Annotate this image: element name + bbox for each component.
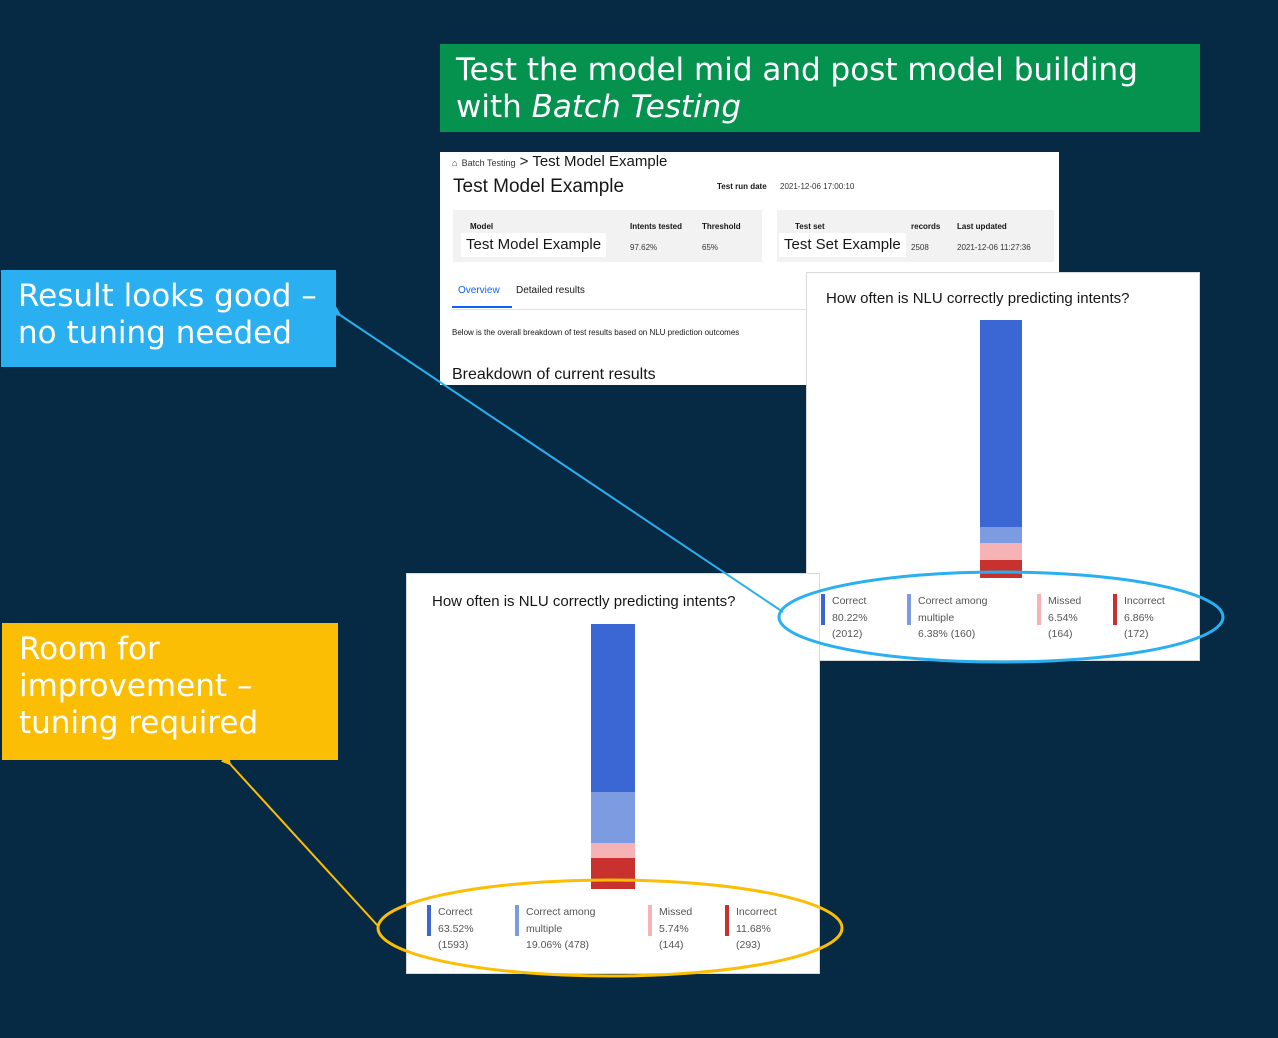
records-value: 2508 [911, 243, 929, 252]
legend-count: (164) [1048, 628, 1073, 640]
breadcrumb: ⌂ Batch Testing > Test Model Example [452, 153, 667, 170]
legend-value: 6.54% [1048, 611, 1078, 624]
stacked-bar [591, 624, 635, 889]
last-updated-value: 2021-12-06 11:27:36 [957, 243, 1031, 252]
tab-detailed-results[interactable]: Detailed results [516, 285, 585, 296]
threshold-value: 65% [702, 243, 719, 252]
legend-count: (144) [659, 939, 684, 951]
legend-swatch-correct [427, 905, 431, 936]
legend-count: (160) [950, 628, 976, 640]
callout-improve-line-2: improvement – [19, 668, 253, 704]
breadcrumb-current: Test Model Example [532, 153, 668, 170]
breadcrumb-root-link[interactable]: Batch Testing [461, 158, 516, 168]
page-title: Test Model Example [453, 176, 625, 197]
legend-swatch-incorrect [1113, 594, 1117, 625]
legend-count: (172) [1124, 628, 1149, 640]
legend-swatch-missed [648, 905, 652, 936]
legend-value-count: 19.06% (478) [526, 937, 625, 954]
intents-tested-label: Intents tested [630, 222, 683, 231]
legend-value: 6.38% [918, 628, 948, 640]
breakdown-heading: Breakdown of current results [452, 366, 656, 383]
model-tile: Model Test Model Example Intents tested … [453, 210, 762, 262]
records-label: records [911, 222, 941, 231]
model-value: Test Model Example [461, 233, 607, 257]
chart-title: How often is NLU correctly predicting in… [432, 593, 736, 610]
chart-panel-improve: How often is NLU correctly predicting in… [406, 573, 820, 974]
legend-label: Correct [832, 595, 867, 607]
callout-good-line-2: no tuning needed [18, 315, 292, 351]
bar-segment-correct [591, 624, 635, 793]
legend-incorrect: Incorrect 11.68% (293) [725, 904, 795, 954]
legend-label: Correct [438, 906, 473, 918]
legend-value: 80.22% [832, 611, 868, 624]
legend-swatch-correct [821, 594, 825, 625]
chevron-right-icon: > [519, 153, 529, 170]
legend-value: 11.68% [736, 922, 771, 935]
chart-panel-good: How often is NLU correctly predicting in… [806, 272, 1200, 661]
legend-value: 5.74% [659, 922, 689, 935]
legend-label-cont: multiple [526, 922, 563, 935]
intents-tested-value: 97.62% [630, 243, 658, 252]
legend-swatch-correct-among-multiple [515, 905, 519, 936]
legend-correct: Correct 63.52% (1593) [427, 904, 477, 954]
room-for-improvement-callout: Room for improvement – tuning required [2, 623, 338, 760]
test-set-label: Test set [795, 222, 825, 231]
arrow-improve [220, 754, 379, 927]
test-set-tile: Test set Test Set Example records 2508 L… [777, 210, 1054, 262]
legend-correct-among-multiple: Correct among multiple 6.38% (160) [907, 593, 1017, 643]
test-run-date-value: 2021-12-06 17:00:10 [780, 182, 855, 191]
tab-overview-active-indicator [452, 306, 512, 308]
legend-correct-among-multiple: Correct among multiple 19.06% (478) [515, 904, 625, 954]
bar-segment-correct-among-multiple [591, 792, 635, 843]
tab-overview[interactable]: Overview [458, 285, 500, 296]
legend-correct: Correct 80.22% (2012) [821, 593, 869, 643]
legend-count: (293) [736, 939, 761, 951]
test-run-date-label: Test run date [717, 182, 767, 191]
chart-title: How often is NLU correctly predicting in… [826, 290, 1130, 307]
bar-segment-missed [980, 543, 1022, 561]
callout-improve-line-3: tuning required [19, 705, 259, 741]
legend-label: Missed [659, 906, 693, 918]
stacked-bar [980, 320, 1022, 578]
threshold-label: Threshold [702, 222, 741, 231]
bar-segment-incorrect [980, 560, 1022, 578]
bar-segment-missed [591, 842, 635, 859]
callout-good-line-1: Result looks good – [18, 278, 317, 314]
legend-incorrect: Incorrect 6.86% (172) [1113, 593, 1183, 643]
bar-segment-correct [980, 320, 1022, 527]
result-good-callout: Result looks good – no tuning needed [1, 270, 336, 367]
test-set-value: Test Set Example [779, 233, 906, 257]
last-updated-label: Last updated [957, 222, 1007, 231]
legend-swatch-correct-among-multiple [907, 594, 911, 625]
tab-divider [452, 309, 1059, 310]
home-icon[interactable]: ⌂ [452, 158, 458, 168]
legend-missed: Missed 6.54% (164) [1037, 593, 1087, 643]
legend-value-count: 6.38% (160) [918, 626, 1017, 643]
legend-value: 63.52% [438, 922, 474, 935]
model-label: Model [470, 222, 494, 231]
bar-segment-incorrect [591, 858, 635, 889]
breakdown-description: Below is the overall breakdown of test r… [452, 328, 740, 337]
banner-line-2-prefix: with [456, 89, 532, 125]
legend-label: Incorrect [1124, 595, 1165, 607]
banner-line-1: Test the model mid and post model buildi… [456, 52, 1138, 88]
legend-swatch-missed [1037, 594, 1041, 625]
legend-count: (1593) [438, 939, 469, 951]
legend-label: Incorrect [736, 906, 777, 918]
banner-line-2-emphasis: Batch Testing [531, 89, 742, 125]
legend-swatch-incorrect [725, 905, 729, 936]
batch-testing-banner: Test the model mid and post model buildi… [440, 44, 1200, 132]
legend-missed: Missed 5.74% (144) [648, 904, 698, 954]
legend-count: (478) [564, 939, 590, 951]
legend-label-cont: multiple [918, 611, 955, 624]
legend-count: (2012) [832, 628, 863, 640]
legend-label: Missed [1048, 595, 1082, 607]
legend-value: 6.86% [1124, 611, 1154, 624]
legend-value: 19.06% [526, 939, 562, 951]
bar-segment-correct-among-multiple [980, 526, 1022, 544]
legend-label: Correct among [526, 906, 596, 918]
callout-improve-line-1: Room for [19, 631, 160, 667]
banner-line-2: with Batch Testing [456, 89, 1200, 126]
legend-label: Correct among [918, 595, 988, 607]
